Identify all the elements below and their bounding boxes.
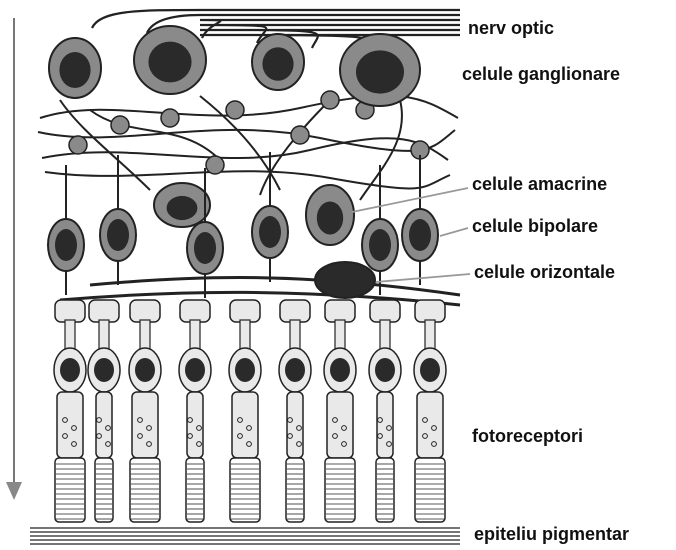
- synapse-knob: [161, 109, 179, 127]
- receptor-axon: [290, 320, 300, 350]
- receptor-axon: [425, 320, 435, 350]
- receptor-pedicle: [89, 300, 119, 322]
- bipolar-nucleus: [409, 219, 431, 251]
- receptor-pedicle: [280, 300, 310, 322]
- nerve-fiber: [200, 35, 460, 53]
- receptor-outer-segment: [325, 458, 355, 522]
- horizontal-cell-body: [315, 262, 375, 298]
- bipolar-nucleus: [259, 216, 281, 248]
- receptor-nucleus: [94, 358, 114, 382]
- horizontal-cells: [60, 262, 460, 305]
- receptor-pedicle: [325, 300, 355, 322]
- label-celule-orizontale: celule orizontale: [474, 262, 615, 283]
- bipolar-nucleus: [194, 232, 216, 264]
- pointer-bipolar: [440, 228, 468, 236]
- receptor-pedicle: [180, 300, 210, 322]
- receptor-axon: [335, 320, 345, 350]
- receptor-outer-segment: [415, 458, 445, 522]
- receptor-nucleus: [330, 358, 350, 382]
- label-fotoreceptori: fotoreceptori: [472, 426, 583, 447]
- receptor-nucleus: [375, 358, 395, 382]
- ganglion-nucleus: [262, 47, 293, 81]
- ganglion-nucleus: [59, 52, 90, 88]
- receptor-axon: [190, 320, 200, 350]
- receptor-axon: [240, 320, 250, 350]
- pigment-epithelium: [30, 528, 460, 544]
- receptor-pedicle: [415, 300, 445, 322]
- receptor-inner-segment: [287, 392, 303, 458]
- receptor-outer-segment: [95, 458, 113, 522]
- pointer-horizontal: [376, 274, 470, 282]
- ganglion-cells: [49, 26, 420, 106]
- bipolar-nucleus: [107, 219, 129, 251]
- photoreceptor-cells: [54, 300, 446, 522]
- plexiform-layer: [38, 91, 458, 200]
- label-celule-amacrine: celule amacrine: [472, 174, 607, 195]
- receptor-nucleus: [235, 358, 255, 382]
- bipolar-nucleus: [55, 229, 77, 261]
- ganglion-nucleus: [148, 42, 191, 83]
- receptor-inner-segment: [187, 392, 203, 458]
- ganglion-nucleus: [356, 50, 404, 93]
- amacrine-nucleus: [317, 202, 343, 235]
- receptor-inner-segment: [417, 392, 443, 458]
- label-epiteliu-pigmentar: epiteliu pigmentar: [474, 524, 629, 545]
- synapse-knob: [226, 101, 244, 119]
- receptor-axon: [380, 320, 390, 350]
- receptor-pedicle: [230, 300, 260, 322]
- nerve-fiber: [200, 30, 460, 48]
- amacrine-nucleus: [167, 196, 198, 220]
- receptor-outer-segment: [230, 458, 260, 522]
- synapse-knob: [321, 91, 339, 109]
- receptor-inner-segment: [232, 392, 258, 458]
- synapse-knob: [206, 156, 224, 174]
- receptor-nucleus: [135, 358, 155, 382]
- synapse-knob: [69, 136, 87, 154]
- receptor-outer-segment: [186, 458, 204, 522]
- synapse-knob: [291, 126, 309, 144]
- receptor-pedicle: [370, 300, 400, 322]
- plexus-fiber: [45, 171, 450, 188]
- receptor-nucleus: [420, 358, 440, 382]
- receptor-outer-segment: [376, 458, 394, 522]
- receptor-nucleus: [185, 358, 205, 382]
- bipolar-nucleus: [369, 229, 391, 261]
- receptor-nucleus: [285, 358, 305, 382]
- receptor-pedicle: [55, 300, 85, 322]
- label-celule-bipolare: celule bipolare: [472, 216, 598, 237]
- receptor-outer-segment: [286, 458, 304, 522]
- receptor-axon: [99, 320, 109, 350]
- label-nerv-optic: nerv optic: [468, 18, 554, 39]
- pointer-amacrine: [352, 188, 468, 212]
- receptor-axon: [65, 320, 75, 350]
- receptor-inner-segment: [57, 392, 83, 458]
- receptor-axon: [140, 320, 150, 350]
- receptor-inner-segment: [377, 392, 393, 458]
- receptor-inner-segment: [132, 392, 158, 458]
- receptor-inner-segment: [96, 392, 112, 458]
- receptor-outer-segment: [55, 458, 85, 522]
- receptor-pedicle: [130, 300, 160, 322]
- receptor-outer-segment: [130, 458, 160, 522]
- receptor-nucleus: [60, 358, 80, 382]
- label-celule-ganglionare: celule ganglionare: [462, 64, 620, 85]
- synapse-knob: [111, 116, 129, 134]
- receptor-inner-segment: [327, 392, 353, 458]
